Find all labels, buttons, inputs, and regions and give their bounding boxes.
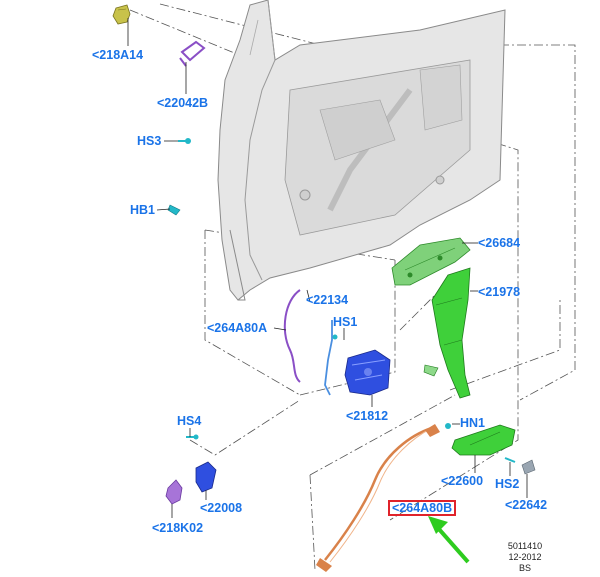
- part-21812-latch: [344, 349, 391, 396]
- callout-hs2[interactable]: HS2: [495, 477, 520, 491]
- callout-264A80A[interactable]: <264A80A: [207, 321, 268, 335]
- bolt-hb1: [167, 204, 181, 216]
- callout-22600[interactable]: <22600: [441, 474, 484, 488]
- stamp-number: 5011410: [507, 541, 543, 551]
- door-inner-panel: [217, 0, 506, 301]
- part-218K02-clip: [165, 479, 183, 505]
- part-264A80A-cable: [283, 289, 301, 383]
- screw-hs2: [504, 457, 516, 463]
- part-22642-bezel: [521, 459, 536, 475]
- callout-218K02[interactable]: <218K02: [152, 521, 204, 535]
- callout-264A80B-highlighted[interactable]: <264A80B: [388, 500, 457, 516]
- screw-hs3: [178, 138, 191, 144]
- part-218A14-clip: [112, 4, 131, 25]
- callout-21812[interactable]: <21812: [346, 409, 389, 423]
- callout-22134[interactable]: <22134: [306, 293, 349, 307]
- part-264A80B-cable: [316, 424, 440, 572]
- nut-hn1: [445, 423, 451, 429]
- stamp-initials: BS: [518, 563, 531, 573]
- callout-hs3[interactable]: HS3: [137, 134, 162, 148]
- callout-hs1[interactable]: HS1: [333, 315, 358, 329]
- part-22008-bracket: [195, 461, 217, 493]
- callout-21978[interactable]: <21978: [478, 285, 521, 299]
- part-21978-reinforcement: [423, 267, 471, 399]
- part-26684-handle-bracket: [391, 237, 471, 286]
- stamp-date: 12-2012: [508, 552, 542, 562]
- screw-hs4: [186, 434, 199, 440]
- callout-22642[interactable]: <22642: [505, 498, 548, 512]
- leader-lines: [127, 18, 528, 518]
- callout-22042B[interactable]: <22042B: [157, 96, 209, 110]
- part-22134-rod: [324, 320, 333, 396]
- callout-22008[interactable]: <22008: [200, 501, 243, 515]
- part-22042B-bracket: [179, 40, 206, 67]
- illustration-stamp: 5011410 12-2012 BS: [500, 541, 550, 574]
- callout-26684[interactable]: <26684: [478, 236, 521, 250]
- callout-hb1[interactable]: HB1: [130, 203, 156, 217]
- part-22600-inside-handle: [451, 424, 516, 456]
- callout-218A14[interactable]: <218A14: [92, 48, 144, 62]
- callout-hs4[interactable]: HS4: [177, 414, 202, 428]
- green-pointer-arrow-icon: [428, 516, 470, 564]
- callout-hn1[interactable]: HN1: [460, 416, 486, 430]
- screw-hs1: [332, 334, 338, 340]
